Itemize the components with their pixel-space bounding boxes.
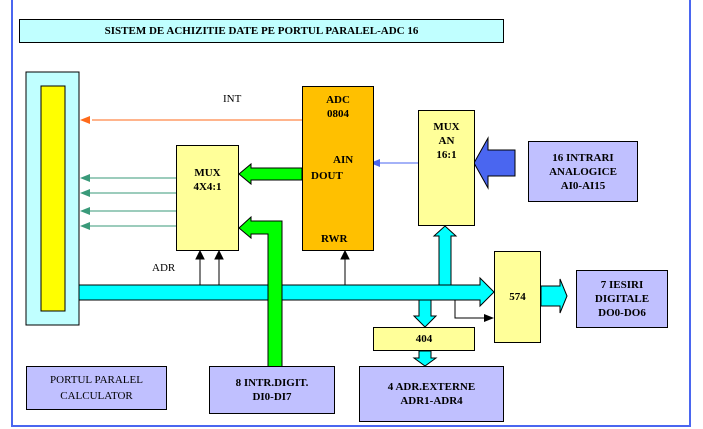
adc-0804-block: ADC 0804 AIN DOUT RWR (302, 86, 374, 251)
latch-574-label: 574 (509, 291, 526, 303)
analog-inputs-label-3: AI0-AI15 (560, 179, 606, 192)
buffer-404-label: 404 (415, 333, 433, 345)
parallel-port-label-2: CALCULATOR (60, 390, 133, 402)
digital-outputs-block: 7 IESIRI DIGITALE DO0-DO6 (576, 270, 668, 328)
digital-inputs-label-2: DI0-DI7 (252, 391, 292, 403)
parallel-port-label-block: PORTUL PARALEL CALCULATOR (26, 366, 167, 410)
bus-to-muxan-arrow (432, 225, 458, 286)
digital-outputs-label-2: DIGITALE (594, 293, 650, 305)
adr-signal-label: ADR (152, 262, 176, 274)
adc-ain-label: AIN (333, 154, 354, 166)
digital-inputs-label-1: 8 INTR.DIGIT. (235, 377, 309, 389)
adc-label-1: ADC (326, 94, 350, 106)
digital-input-bus (238, 215, 283, 369)
analog-input-arrow (473, 136, 516, 190)
mux-4x4-label-1: MUX (194, 167, 221, 179)
clock-arrowhead (484, 314, 494, 322)
analog-inputs-label-2: ANALOGICE (549, 165, 617, 178)
data-arrowhead-4 (80, 222, 90, 230)
adc-rwr-label: RWR (321, 233, 348, 245)
int-signal-label: INT (223, 93, 242, 105)
latch-to-output-arrow (540, 278, 568, 314)
dout-to-mux-arrow (238, 162, 303, 186)
mux-an-block: MUX AN 16:1 (418, 110, 475, 226)
adc-label-2: 0804 (327, 108, 349, 120)
digital-outputs-label-1: 7 IESIRI (600, 279, 644, 291)
data-arrowheads (80, 174, 90, 230)
data-arrowhead-3 (80, 207, 90, 215)
data-arrowhead-1 (80, 174, 90, 182)
mux-an-label-2: AN (438, 135, 455, 147)
data-lines (90, 177, 176, 227)
address-data-bus (78, 276, 495, 308)
parallel-port-label-1: PORTUL PARALEL (50, 374, 143, 386)
analog-inputs-label-1: 16 INTRARI (552, 151, 614, 164)
buffer-404-block: 404 (373, 327, 475, 351)
external-address-label-1: 4 ADR.EXTERNE (387, 381, 476, 393)
diagram-frame (11, 0, 691, 427)
mux-an-label-3: 16:1 (436, 149, 457, 161)
mux-an-label-1: MUX (433, 121, 460, 133)
digital-outputs-label-3: DO0-DO6 (598, 307, 646, 319)
ain-arrowhead (370, 159, 380, 167)
bus-to-404-arrow (412, 299, 438, 328)
404-to-extaddr-arrow (412, 350, 438, 367)
external-address-block: 4 ADR.EXTERNE ADR1-ADR4 (359, 366, 504, 422)
rwr-arrow (340, 249, 350, 285)
adc-dout-label: DOUT (311, 170, 343, 182)
latch-574-block: 574 (494, 251, 541, 343)
mux-4x4-label-2: 4X4:1 (193, 181, 222, 193)
analog-inputs-block: 16 INTRARI ANALOGICE AI0-AI15 (528, 141, 638, 202)
clock-line (454, 300, 485, 319)
parallel-port-connector (40, 85, 66, 312)
external-address-label-2: ADR1-ADR4 (400, 395, 463, 407)
mux-4x4-block: MUX 4X4:1 (176, 145, 239, 251)
diagram-title: SISTEM DE ACHIZITIE DATE PE PORTUL PARAL… (19, 19, 504, 43)
data-arrowhead-2 (80, 189, 90, 197)
adr-mux-arrows (195, 249, 224, 285)
int-arrowhead (80, 116, 90, 124)
digital-inputs-block: 8 INTR.DIGIT. DI0-DI7 (209, 366, 335, 414)
